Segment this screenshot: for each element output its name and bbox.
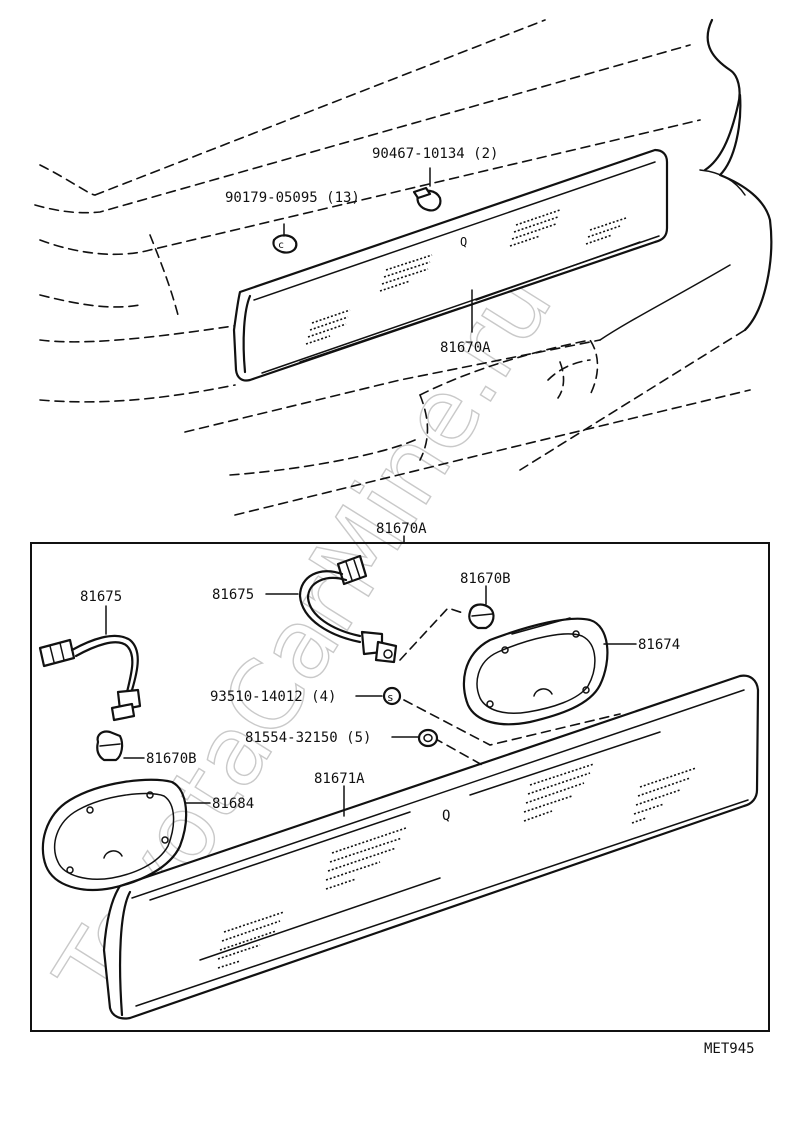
label-garnish-body-81671A: 81671A bbox=[314, 771, 365, 787]
washer-81554 bbox=[417, 728, 439, 748]
upper-grille-mid bbox=[379, 254, 433, 292]
screw-mark: c bbox=[278, 240, 284, 251]
install-line-nut bbox=[403, 699, 621, 746]
garnish-body-81671A: Q bbox=[102, 674, 760, 1020]
lower-grille-right2 bbox=[631, 767, 697, 824]
label-nut-90467: 90467-10134 (2) bbox=[372, 146, 498, 162]
install-line-washer bbox=[433, 737, 485, 767]
exploded-view-title: 81670A bbox=[376, 521, 427, 537]
nut-mark: s bbox=[387, 691, 394, 704]
label-gasket-81684: 81684 bbox=[212, 796, 254, 812]
gasket-81684 bbox=[41, 778, 188, 892]
upper-grille-left bbox=[305, 309, 351, 345]
label-bulb-81670B-right: 81670B bbox=[460, 571, 511, 587]
gasket-81674 bbox=[462, 617, 609, 726]
socket-81675-right bbox=[298, 554, 398, 664]
vehicle-rear-outline bbox=[34, 18, 773, 516]
label-washer-81554: 81554-32150 (5) bbox=[245, 730, 371, 746]
upper-license-garnish: Q bbox=[232, 148, 669, 382]
bulb-81670B-left bbox=[96, 730, 124, 762]
lower-grille-right1 bbox=[523, 763, 595, 822]
label-gasket-81674: 81674 bbox=[638, 637, 680, 653]
lower-grille-mid bbox=[325, 827, 407, 890]
upper-grille-right2 bbox=[585, 217, 627, 245]
label-socket-81675-right: 81675 bbox=[212, 587, 254, 603]
nut-90467 bbox=[412, 167, 442, 212]
garnish-body-emblem: Q bbox=[442, 808, 450, 824]
bulb-81670B-right bbox=[468, 603, 495, 630]
label-screw-90179: 90179-05095 (13) bbox=[225, 190, 360, 206]
install-line-bulb bbox=[399, 607, 467, 661]
nut-93510: s bbox=[382, 686, 402, 706]
label-socket-81675-left: 81675 bbox=[80, 589, 122, 605]
garnish-emblem: Q bbox=[460, 235, 467, 249]
label-nut-93510: 93510-14012 (4) bbox=[210, 689, 336, 705]
label-bulb-81670B-left: 81670B bbox=[146, 751, 197, 767]
label-garnish-81670A: 81670A bbox=[440, 340, 491, 356]
diagram-code: MET945 bbox=[704, 1041, 755, 1057]
screw-90179: c bbox=[272, 223, 298, 254]
socket-81675-left bbox=[38, 634, 142, 722]
lower-grille-left bbox=[217, 911, 285, 969]
upper-grille-right1 bbox=[509, 209, 561, 247]
exploded-view-frame bbox=[30, 535, 770, 1032]
